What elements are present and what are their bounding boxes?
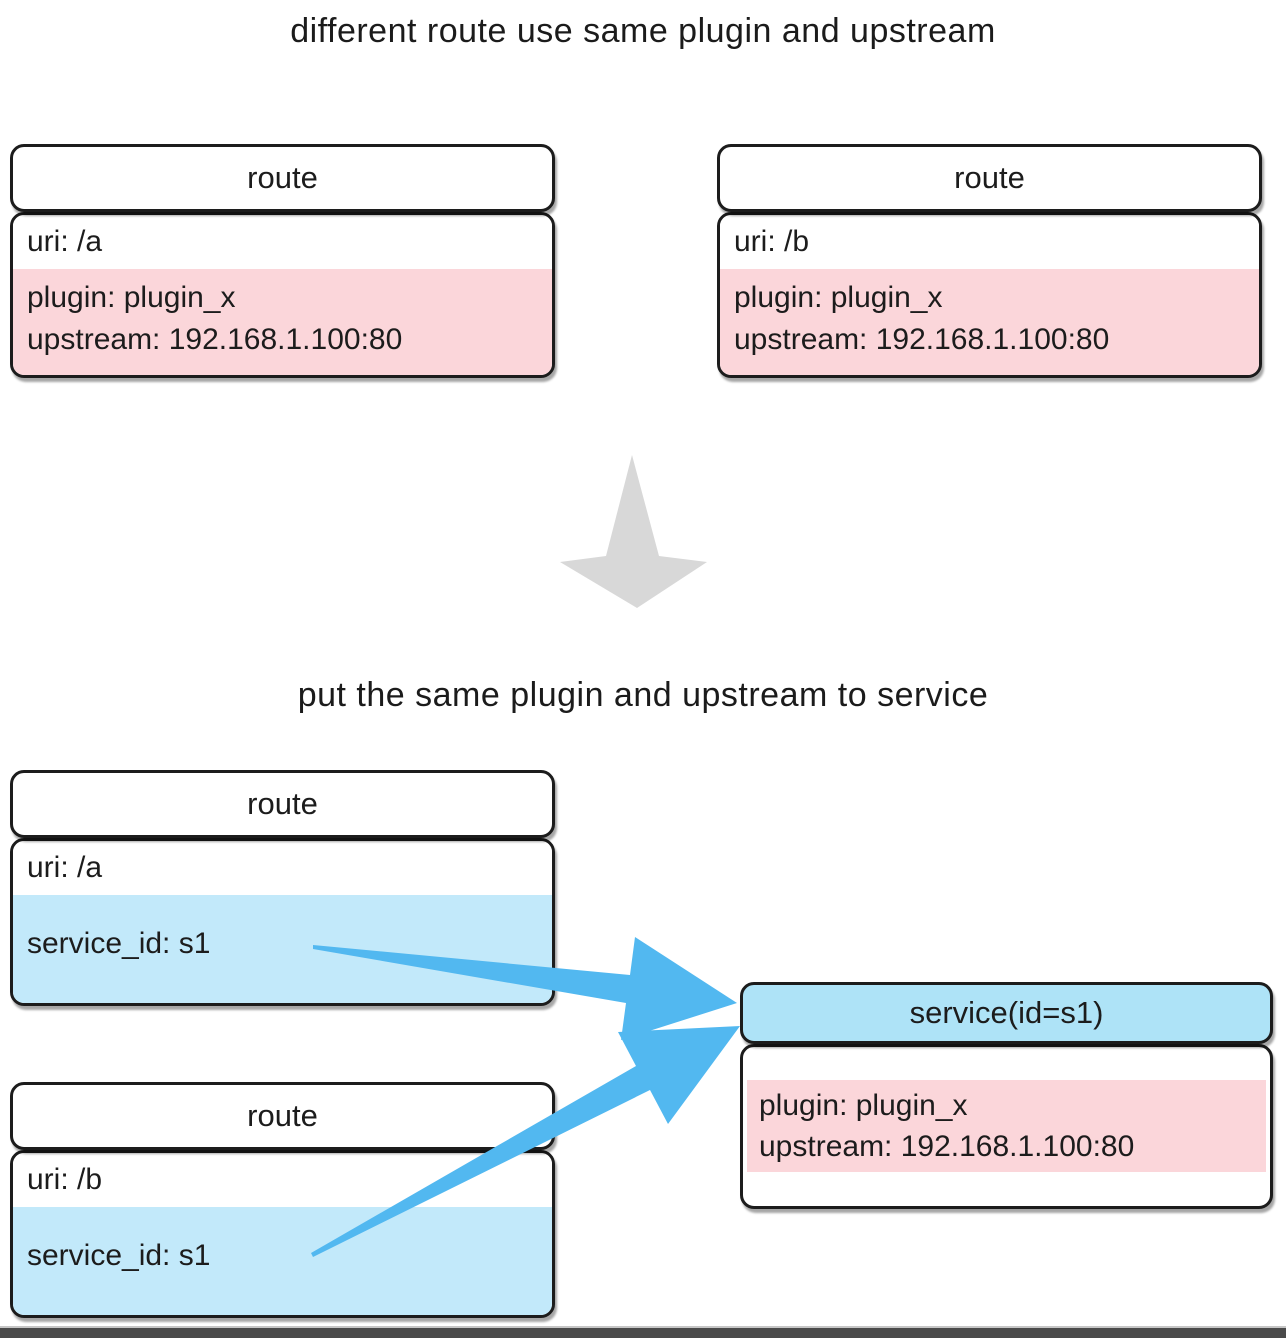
route-a-before-shared-section: plugin: plugin_x upstream: 192.168.1.100…	[13, 269, 552, 375]
upstream-line: upstream: 192.168.1.100:80	[734, 323, 1110, 356]
route-b-after-uri: uri: /b	[13, 1153, 552, 1207]
route-header-label: route	[954, 160, 1025, 195]
plugin-line: plugin: plugin_x	[734, 281, 943, 314]
plugin-line: plugin: plugin_x	[27, 281, 236, 314]
route-header-label: route	[247, 786, 318, 821]
route-a-before-body: uri: /a plugin: plugin_x upstream: 192.1…	[10, 212, 555, 378]
route-b-before-body: uri: /b plugin: plugin_x upstream: 192.1…	[717, 212, 1262, 378]
route-b-before-header: route	[717, 144, 1262, 212]
route-header-label: route	[247, 1098, 318, 1133]
route-header-label: route	[247, 160, 318, 195]
title-after: put the same plugin and upstream to serv…	[297, 676, 989, 714]
service-id-line: service_id: s1	[27, 927, 211, 960]
route-a-before-header: route	[10, 144, 555, 212]
route-a-after-body: uri: /a service_id: s1	[10, 838, 555, 1006]
service-header-label: service(id=s1)	[909, 995, 1104, 1030]
service-card-header: service(id=s1)	[740, 982, 1273, 1044]
service-id-line: service_id: s1	[27, 1239, 211, 1272]
service-card: service(id=s1) plugin: plugin_x upstream…	[740, 982, 1273, 1209]
route-b-after-service-ref-section: service_id: s1	[13, 1207, 552, 1315]
upstream-line: upstream: 192.168.1.100:80	[759, 1130, 1135, 1163]
bottom-divider	[0, 1326, 1286, 1338]
title-before: different route use same plugin and upst…	[290, 12, 996, 50]
route-a-after-uri: uri: /a	[13, 841, 552, 895]
down-arrow-icon	[560, 455, 707, 608]
route-a-after-card: route uri: /a service_id: s1	[10, 770, 555, 1006]
route-b-before-shared-section: plugin: plugin_x upstream: 192.168.1.100…	[720, 269, 1259, 375]
upstream-line: upstream: 192.168.1.100:80	[27, 323, 403, 356]
route-b-after-body: uri: /b service_id: s1	[10, 1150, 555, 1318]
route-b-after-card: route uri: /b service_id: s1	[10, 1082, 555, 1318]
route-b-before-uri: uri: /b	[720, 215, 1259, 269]
route-b-after-header: route	[10, 1082, 555, 1150]
plugin-line: plugin: plugin_x	[759, 1089, 968, 1122]
service-card-body: plugin: plugin_x upstream: 192.168.1.100…	[740, 1044, 1273, 1209]
route-a-after-service-ref-section: service_id: s1	[13, 895, 552, 1003]
route-a-after-header: route	[10, 770, 555, 838]
route-a-before-card: route uri: /a plugin: plugin_x upstream:…	[10, 144, 555, 378]
route-b-before-card: route uri: /b plugin: plugin_x upstream:…	[717, 144, 1262, 378]
service-shared-section: plugin: plugin_x upstream: 192.168.1.100…	[747, 1080, 1266, 1172]
route-a-before-uri: uri: /a	[13, 215, 552, 269]
